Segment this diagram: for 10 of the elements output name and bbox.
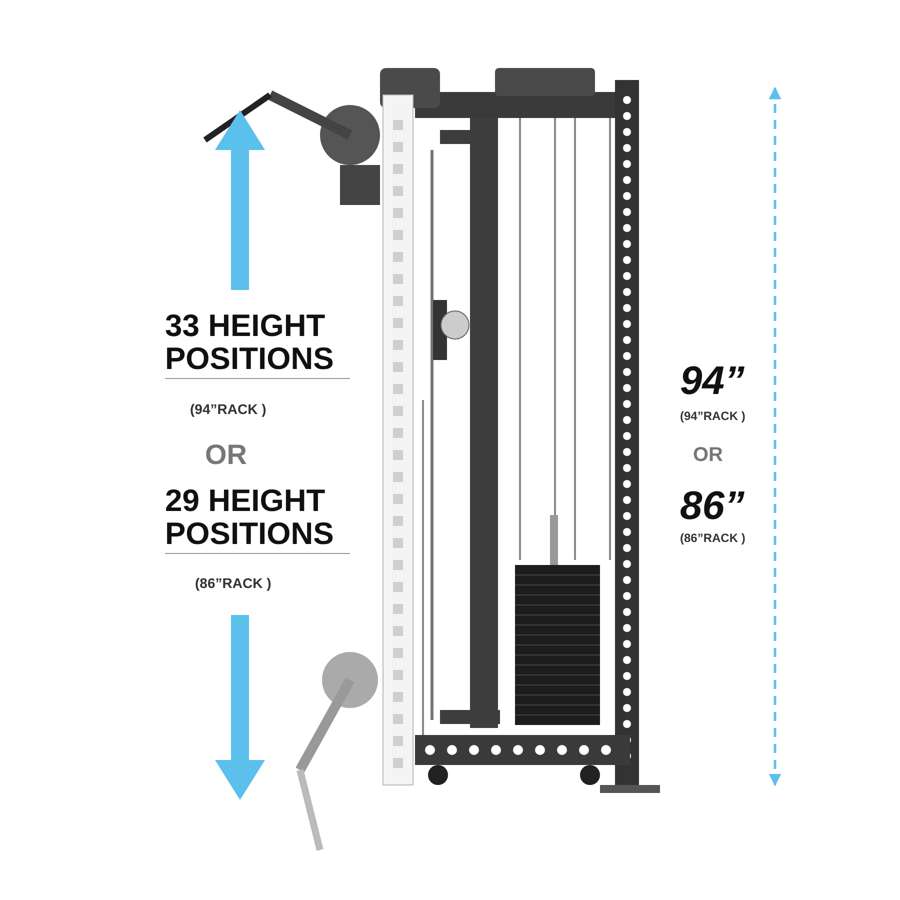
height-positions-label: 29 HEIGHT POSITIONS [165,485,350,554]
or-separator: OR [205,440,248,470]
height-dimension-label: 94” [680,360,746,402]
height-dimension-label: 86” [680,485,746,527]
height-positions-label: 33 HEIGHT POSITIONS [165,310,350,380]
rack-size-note: (86”RACK ) [680,532,746,545]
rack-size-note: (94”RACK ) [680,410,746,423]
or-separator: OR [693,445,724,466]
rack-size-note: (86”RACK ) [195,576,272,591]
rack-size-note: (94”RACK ) [190,402,268,417]
